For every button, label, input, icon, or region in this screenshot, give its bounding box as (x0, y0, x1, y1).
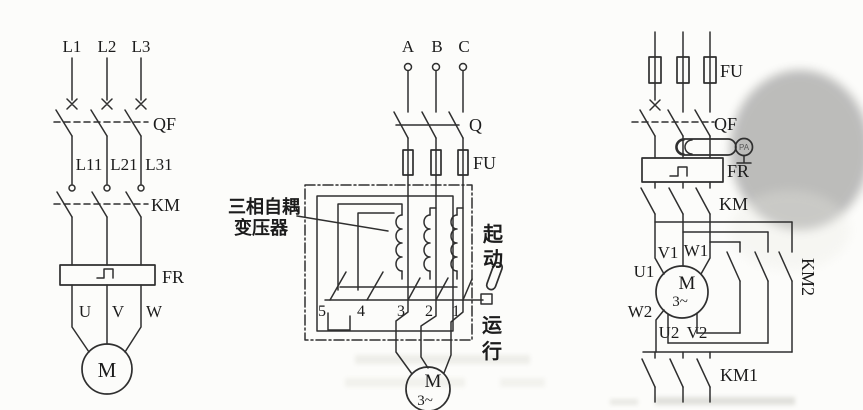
relay-label: FR (727, 161, 749, 181)
start-position-label-char1: 起 (482, 222, 504, 246)
supply-lines (654, 31, 711, 113)
terminal-label-w: W (146, 302, 163, 321)
terminal-label-u2: U2 (659, 323, 680, 342)
feeder-lines (407, 137, 464, 301)
breaker-label: QF (153, 114, 176, 134)
phase-label-l3: L3 (132, 37, 151, 56)
wire-label-l21: L21 (110, 155, 137, 174)
fuse-label: FU (720, 61, 743, 81)
wire-label-l31: L31 (145, 155, 172, 174)
contactor-label: KM (151, 195, 180, 215)
motor-leads (395, 299, 464, 375)
transformer-label-line2: 变压器 (234, 217, 289, 239)
middle-circuit-autotransformer-starter: A B C Q FU 三相自耦 变压器 (228, 37, 504, 410)
autotransformer-windings (337, 203, 464, 291)
motor-symbol: M 3~ (405, 366, 451, 410)
phase-label-a: A (402, 37, 415, 56)
terminal-label-u: U (79, 302, 91, 321)
run-position-label-char2: 行 (481, 339, 502, 363)
terminal-label-v1: V1 (658, 243, 679, 262)
knife-switch-q-symbol (393, 111, 464, 139)
motor-label: M (425, 371, 442, 392)
motor-label: M (679, 273, 696, 294)
contactor-delta-label: KM2 (798, 258, 818, 296)
tap-label-4: 4 (357, 303, 365, 320)
contactor-km-symbol (53, 184, 149, 218)
contactor-km1-symbol (641, 351, 711, 403)
tap-label-3: 3 (397, 303, 405, 320)
contactor-km-symbol (640, 181, 711, 215)
wire-segment (71, 135, 142, 185)
phase-label-l1: L1 (63, 37, 82, 56)
fuse-label: FU (473, 153, 496, 173)
motor-type-label: 3~ (417, 393, 433, 409)
terminal-label-v: V (112, 302, 125, 321)
circuit-breaker-qf-symbol (631, 99, 715, 137)
tap-label-5: 5 (318, 303, 326, 320)
contactor-label: KM (719, 194, 748, 214)
tap-label-1: 1 (452, 303, 460, 320)
wire-segment (71, 216, 142, 266)
transformer-leader-line (296, 215, 389, 232)
right-circuit-star-delta-starter: FU QF PA FR KM (628, 31, 818, 403)
supply-terminals (403, 62, 468, 113)
phase-label-l2: L2 (98, 37, 117, 56)
phase-label-b: B (431, 37, 442, 56)
thermal-relay-fr-symbol (59, 264, 156, 286)
fuse-fu-symbol (648, 56, 717, 84)
phase-label-c: C (458, 37, 469, 56)
terminal-label-w1: W1 (684, 241, 709, 260)
breaker-label: QF (714, 114, 737, 134)
circuit-breaker-qf-symbol (53, 109, 149, 137)
starter-enclosure (304, 184, 473, 341)
terminal-label-w2: W2 (628, 302, 653, 321)
motor-bottom-wires (655, 309, 698, 353)
tap-label-2: 2 (425, 303, 433, 320)
current-transformer-ammeter: PA (675, 137, 754, 164)
changeover-contacts (324, 271, 484, 331)
motor-feed-wires (654, 213, 793, 275)
thermal-relay-fr-symbol (641, 157, 724, 183)
relay-label: FR (162, 267, 184, 287)
motor-label: M (98, 358, 117, 382)
ammeter-label: PA (739, 143, 750, 152)
motor-leads (71, 284, 142, 353)
motor-type-label: 3~ (672, 294, 688, 310)
supply-lines (66, 57, 147, 110)
motor-symbol: M (81, 343, 133, 395)
transformer-label-line1: 三相自耦 (228, 196, 300, 218)
operating-lever[interactable] (480, 261, 504, 305)
motor-symbol: M 3~ (655, 265, 709, 319)
fuse-fu-symbol (402, 149, 469, 176)
contactor-km2-symbol (642, 251, 793, 353)
run-position-label-char1: 运 (482, 313, 502, 337)
wire-label-l11: L11 (76, 155, 103, 174)
terminal-label-u1: U1 (634, 262, 655, 281)
start-position-label-char2: 动 (483, 247, 503, 271)
switch-label: Q (469, 115, 482, 135)
left-circuit-direct-starter: L1 L2 L3 QF L11 L21 L31 KM FR U V (53, 37, 184, 395)
paper-bleedthrough-marks (345, 70, 863, 405)
contactor-star-label: KM1 (720, 365, 758, 385)
